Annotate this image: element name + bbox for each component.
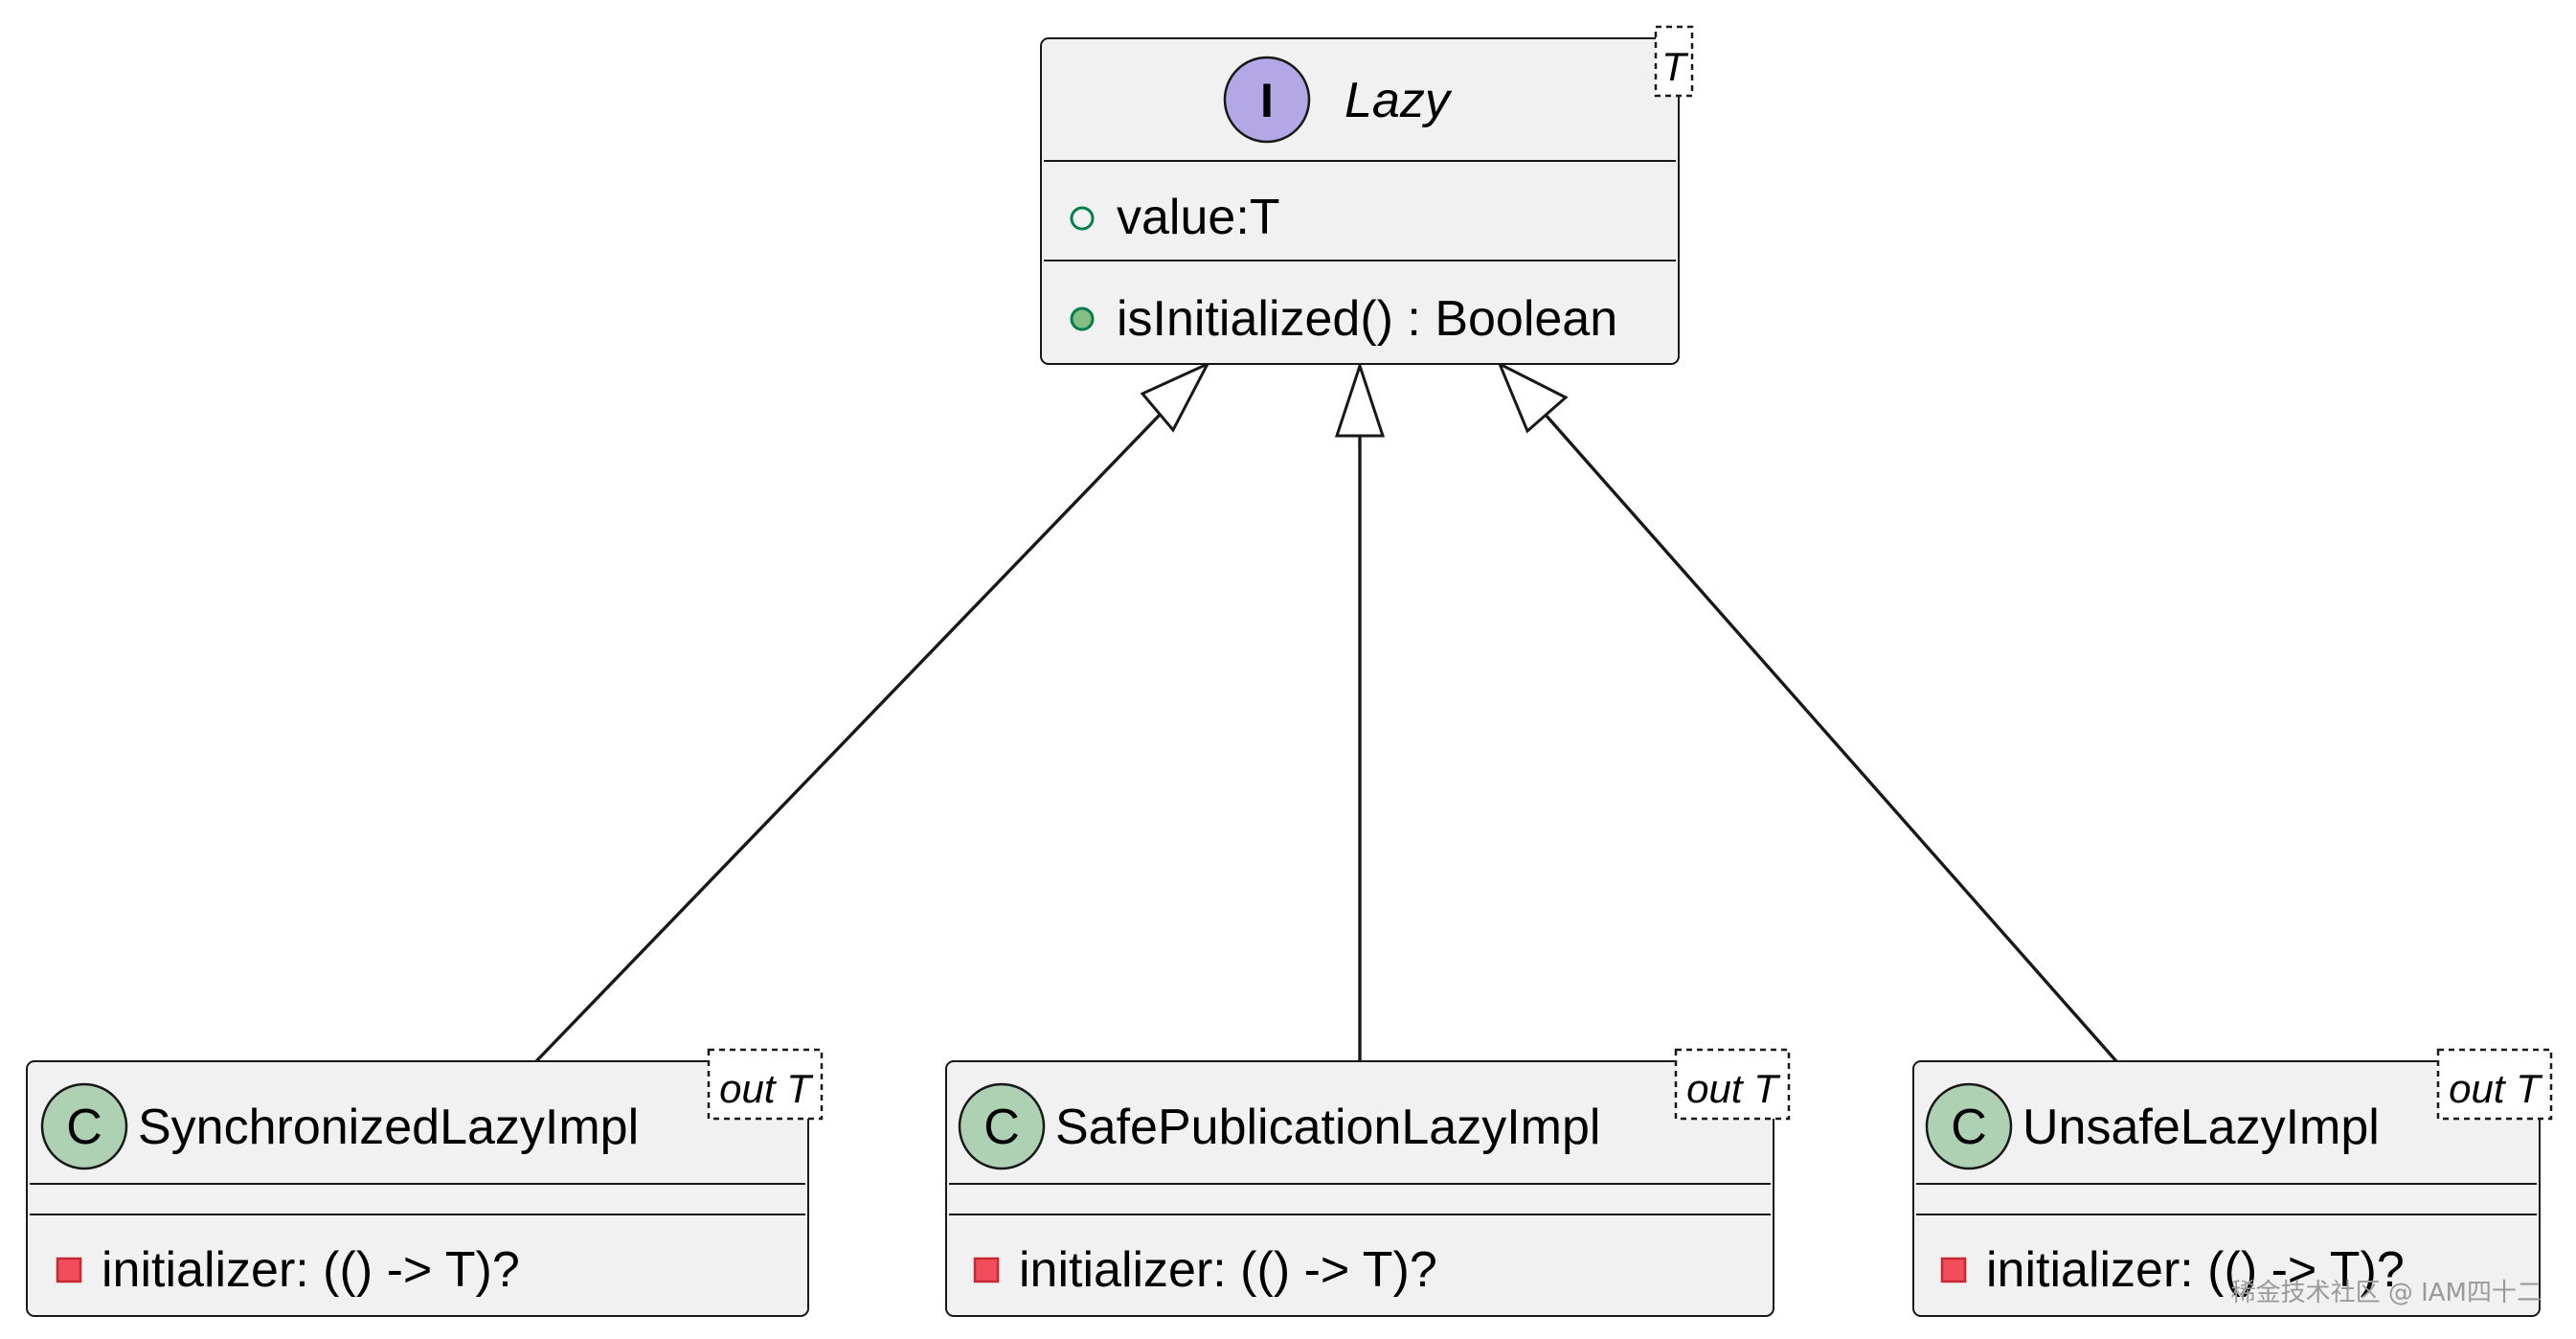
edge-synchronized-to-lazy <box>534 410 1164 1063</box>
interface-box <box>1040 37 1680 365</box>
class-name: UnsafeLazyImpl <box>2022 1100 2380 1155</box>
interface-method: isInitialized() : Boolean <box>1117 291 1617 347</box>
class-badge-letter: C <box>983 1100 1020 1155</box>
inheritance-arrowhead-center <box>1334 361 1386 438</box>
class-safepublicationlazyimpl[interactable]: C SafePublicationLazyImpl out T initiali… <box>945 1048 1791 1317</box>
interface-field: value:T <box>1117 190 1280 245</box>
class-synchronizedlazyimpl[interactable]: C SynchronizedLazyImpl out T initializer… <box>26 1048 824 1317</box>
class-badge-icon <box>958 1082 1046 1170</box>
class-badge-icon <box>40 1082 128 1170</box>
class-field: initializer: (() -> T)? <box>1019 1242 1437 1298</box>
watermark-text: 稀金技术社区 @ IAM四十二 <box>2231 1279 2542 1307</box>
class-name: SafePublicationLazyImpl <box>1055 1100 1600 1155</box>
inheritance-arrowhead-right <box>1497 360 1569 434</box>
interface-generic-param: T <box>1661 44 1689 89</box>
class-badge-letter: C <box>1951 1100 1987 1155</box>
class-generic-param: out T <box>2449 1066 2543 1111</box>
class-generic-box <box>1674 1048 1791 1121</box>
private-field-icon <box>973 1257 1000 1283</box>
interface-badge-icon <box>1223 56 1311 144</box>
class-box <box>945 1060 1774 1317</box>
class-generic-box <box>2436 1048 2553 1121</box>
class-box <box>26 1060 809 1317</box>
class-field: initializer: (() -> T)? <box>1986 1242 2405 1298</box>
class-generic-param: out T <box>719 1066 814 1111</box>
private-field-icon <box>1940 1257 1967 1283</box>
private-field-icon <box>56 1257 82 1283</box>
class-generic-param: out T <box>1686 1066 1781 1111</box>
class-badge-icon <box>1925 1082 2013 1170</box>
class-name: SynchronizedLazyImpl <box>138 1100 639 1155</box>
class-generic-box <box>707 1048 824 1121</box>
class-badge-letter: C <box>66 1100 102 1155</box>
public-field-icon <box>1070 206 1095 231</box>
interface-name: Lazy <box>1344 73 1453 128</box>
class-box <box>1912 1060 2541 1317</box>
interface-badge-letter: I <box>1260 74 1274 127</box>
class-field: initializer: (() -> T)? <box>102 1242 520 1298</box>
public-method-icon <box>1070 306 1095 331</box>
inheritance-arrowhead-left <box>1140 360 1211 433</box>
edge-unsafe-to-lazy <box>1543 412 2118 1063</box>
inheritance-edges <box>534 360 2118 1063</box>
interface-generic-box <box>1654 25 1694 98</box>
interface-lazy[interactable]: I Lazy T value:T isInitialized() : Boole… <box>1040 25 1694 365</box>
class-unsafelazyimpl[interactable]: C UnsafeLazyImpl out T initializer: (() … <box>1912 1048 2553 1317</box>
